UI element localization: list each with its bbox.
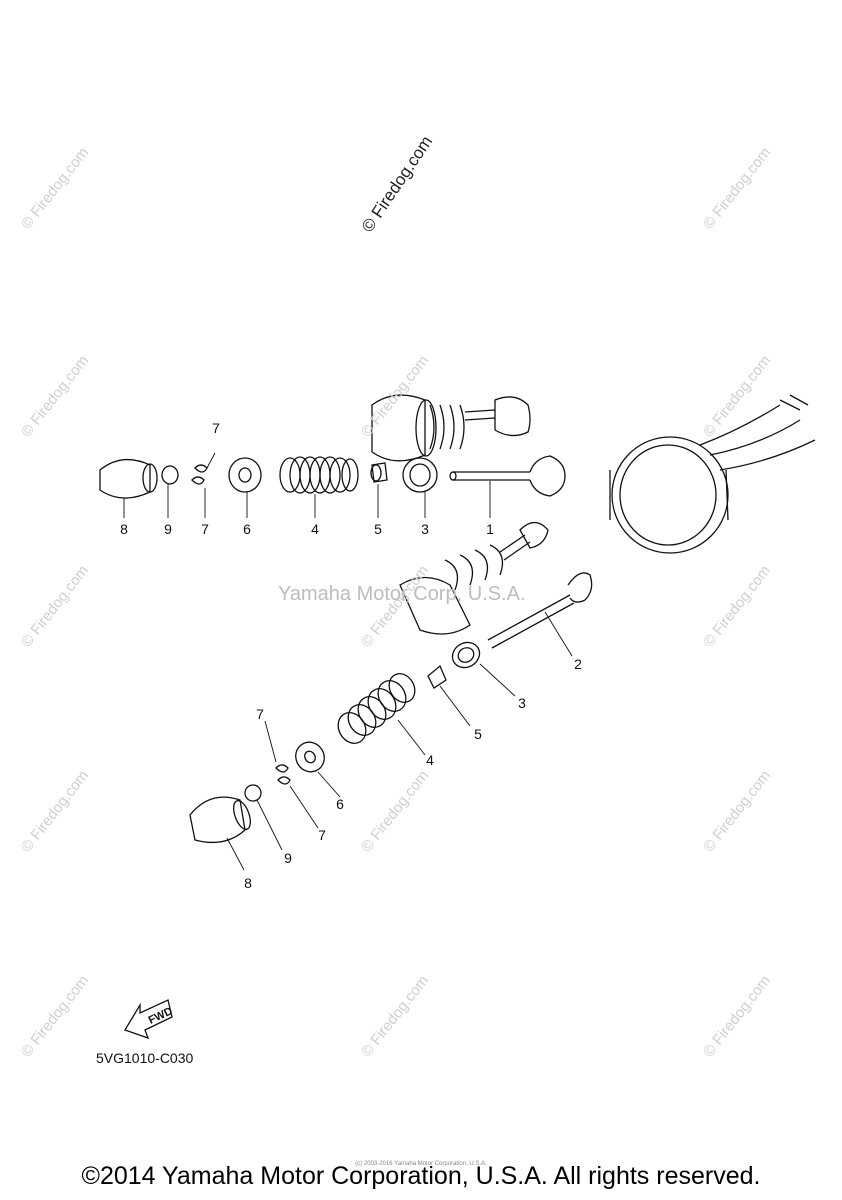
valve-1-top bbox=[449, 455, 566, 497]
callout-number: 6 bbox=[243, 521, 251, 537]
spring-4-top bbox=[279, 456, 359, 494]
callout-number: 9 bbox=[164, 521, 172, 537]
callout-number: 7 bbox=[318, 827, 326, 843]
retainer-6-top bbox=[228, 457, 262, 493]
ghost-lower-assembly bbox=[399, 521, 549, 635]
callout-number: 8 bbox=[244, 875, 252, 891]
ghost-valve-assembly bbox=[371, 394, 531, 462]
shim-9-lower bbox=[244, 784, 262, 802]
callout-number: 7 bbox=[256, 706, 264, 722]
seal-5-lower bbox=[427, 664, 447, 689]
retainer-6-lower bbox=[295, 741, 325, 773]
center-watermark: Yamaha Motor Corp, U.S.A. bbox=[278, 583, 526, 605]
bucket-8-lower bbox=[189, 796, 251, 844]
callout-number: 8 bbox=[120, 521, 128, 537]
callout-number: 1 bbox=[486, 521, 494, 537]
callout-number: 4 bbox=[426, 752, 434, 768]
leader-lines bbox=[123, 452, 573, 871]
seat-3-lower bbox=[451, 641, 481, 669]
callout-number: 9 bbox=[284, 850, 292, 866]
callout-number: 7 bbox=[212, 420, 220, 436]
callout-number: 5 bbox=[374, 521, 382, 537]
diagram-code: 5VG1010-C030 bbox=[96, 1050, 194, 1066]
callout-number: 2 bbox=[574, 656, 582, 672]
fine-print: (c) 2003-2016 Yamaha Motor Corporation, … bbox=[355, 1161, 487, 1167]
spring-4-lower bbox=[337, 673, 416, 744]
callout-number: 4 bbox=[311, 521, 319, 537]
keepers-7-lower bbox=[275, 764, 291, 785]
callout-number: 6 bbox=[336, 796, 344, 812]
shim-9-top bbox=[161, 465, 179, 485]
seal-5-top bbox=[370, 462, 388, 483]
callout-number: 5 bbox=[474, 726, 482, 742]
piston bbox=[609, 394, 816, 554]
callout-number: 3 bbox=[421, 521, 429, 537]
keepers-7-top bbox=[191, 464, 208, 485]
bucket-8-top bbox=[99, 458, 158, 499]
callout-number: 3 bbox=[518, 695, 526, 711]
copyright-notice: ©2014 Yamaha Motor Corporation, U.S.A. A… bbox=[81, 1162, 761, 1190]
valve-2 bbox=[487, 572, 593, 649]
callout-number: 7 bbox=[201, 521, 209, 537]
seat-3-top bbox=[402, 457, 438, 493]
fwd-arrow bbox=[124, 999, 173, 1040]
